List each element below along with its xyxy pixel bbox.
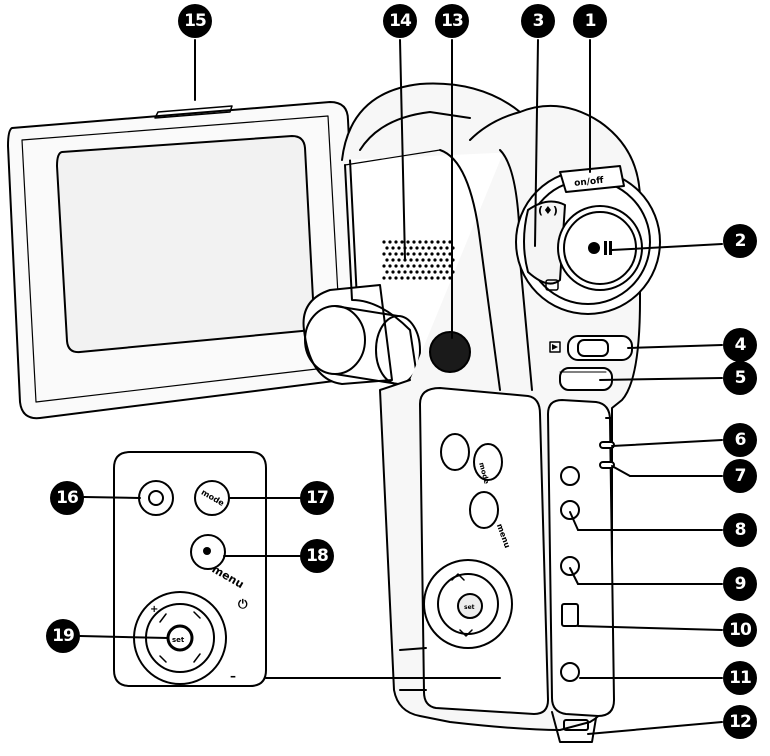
callout-12: 12: [723, 705, 757, 739]
control-dial: on/off (♦): [515, 165, 661, 315]
callout-7: 7: [723, 459, 757, 493]
svg-text:–: –: [230, 669, 236, 683]
callout-11: 11: [723, 661, 757, 695]
remote-control: mode menu set + ⏻ –: [113, 451, 267, 687]
callout-18: 18: [300, 539, 334, 573]
leader-lines: [79, 39, 723, 735]
callout-14: 14: [383, 4, 417, 38]
on-off-label: on/off: [574, 176, 605, 189]
callout-5: 5: [723, 361, 757, 395]
callout-13: 13: [435, 4, 469, 38]
remote-set-label: set: [172, 636, 185, 644]
svg-text:+: +: [150, 604, 158, 615]
callout-9: 9: [723, 567, 757, 601]
callout-2: 2: [723, 224, 757, 258]
callout-1: 1: [573, 4, 607, 38]
callout-3: 3: [521, 4, 555, 38]
callout-4: 4: [723, 328, 757, 362]
callout-10: 10: [723, 613, 757, 647]
side-set-label: set: [464, 604, 475, 611]
callout-6: 6: [723, 423, 757, 457]
callout-17: 17: [300, 481, 334, 515]
speaker-grille: [382, 240, 455, 280]
svg-text:⏻: ⏻: [238, 597, 248, 611]
svg-text:(♦): (♦): [538, 204, 558, 217]
callout-8: 8: [723, 513, 757, 547]
callout-15: 15: [178, 4, 212, 38]
microphone: [429, 331, 471, 373]
callout-16: 16: [50, 481, 84, 515]
callout-19: 19: [46, 619, 80, 653]
